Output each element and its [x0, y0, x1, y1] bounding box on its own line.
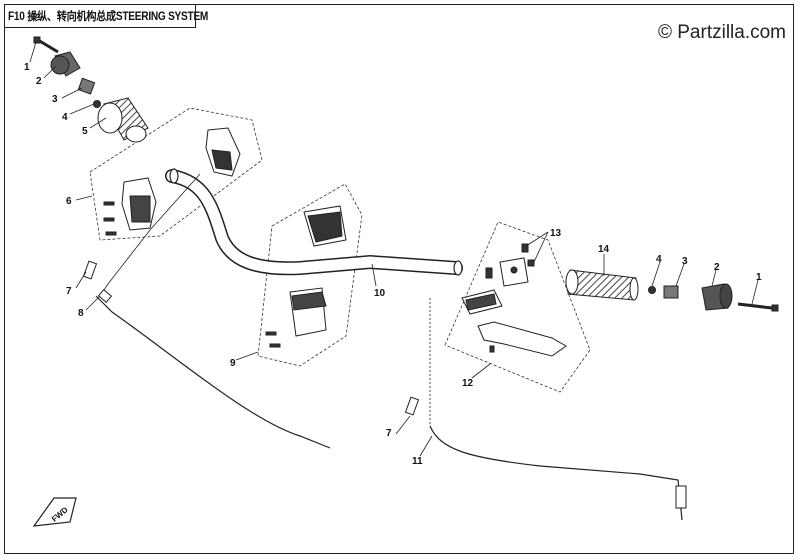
bolt-right — [737, 302, 779, 312]
callout-2-left: 2 — [36, 76, 42, 87]
leader-lines — [29, 41, 759, 457]
callout-4-left: 4 — [62, 112, 68, 123]
title-box: F10 操纵、转向机构总成STEERING SYSTEM — [4, 4, 208, 28]
watermark: © Partzilla.com — [657, 22, 786, 43]
collar-right — [663, 285, 679, 299]
callout-7-left: 7 — [66, 286, 72, 297]
bar-end-weight-right — [701, 283, 733, 311]
cables — [82, 173, 687, 521]
bar-end-weight-left — [50, 51, 81, 77]
callout-8: 8 — [78, 308, 84, 319]
callout-1-right: 1 — [756, 272, 762, 283]
diagram-frame — [4, 4, 794, 554]
forward-arrow: FWD — [32, 497, 77, 527]
collar-left — [77, 77, 96, 95]
callout-3-left: 3 — [52, 94, 58, 105]
washer-left — [93, 100, 101, 108]
group-outline-12 — [444, 221, 591, 393]
callout-13: 13 — [550, 228, 562, 239]
callout-5-left: 5 — [82, 126, 88, 137]
switch-screws-left — [103, 201, 117, 236]
callout-3-right: 3 — [682, 256, 688, 267]
forward-arrow-icon — [32, 497, 77, 527]
callout-12: 12 — [462, 378, 474, 389]
right-control-assembly — [461, 243, 779, 357]
switch-screws-right — [265, 331, 281, 348]
handlebar-end-left — [169, 168, 179, 184]
right-switch-housing — [265, 205, 347, 348]
callout-9: 9 — [230, 358, 236, 369]
group-outline-9 — [257, 183, 363, 367]
throttle-cable — [95, 295, 331, 449]
handlebar-end-right — [453, 260, 463, 276]
handlebar — [165, 168, 463, 276]
brake-lever — [477, 321, 567, 357]
left-grip-assembly — [33, 36, 149, 143]
group-outline-6 — [89, 107, 263, 241]
handle-grip-right — [565, 269, 639, 301]
washer-right — [648, 286, 656, 294]
callout-4-right: 4 — [656, 254, 662, 265]
callouts: 1 2 3 4 5 6 7 8 9 10 11 12 13 14 4 3 2 1… — [24, 62, 762, 467]
lever-bracket — [461, 243, 535, 315]
callout-11: 11 — [412, 456, 423, 467]
callout-2-right: 2 — [714, 262, 720, 273]
group-outlines — [89, 107, 591, 393]
callout-14: 14 — [598, 244, 610, 255]
callout-6: 6 — [66, 196, 72, 207]
handle-grip-left — [97, 97, 149, 143]
callout-10: 10 — [374, 288, 386, 299]
callout-1-left: 1 — [24, 62, 30, 73]
bolt-left — [33, 36, 59, 54]
callout-7-right: 7 — [386, 428, 392, 439]
left-switch-housing — [103, 127, 241, 236]
diagram-title: F10 操纵、转向机构总成STEERING SYSTEM — [8, 10, 209, 23]
brake-cable — [429, 425, 683, 521]
